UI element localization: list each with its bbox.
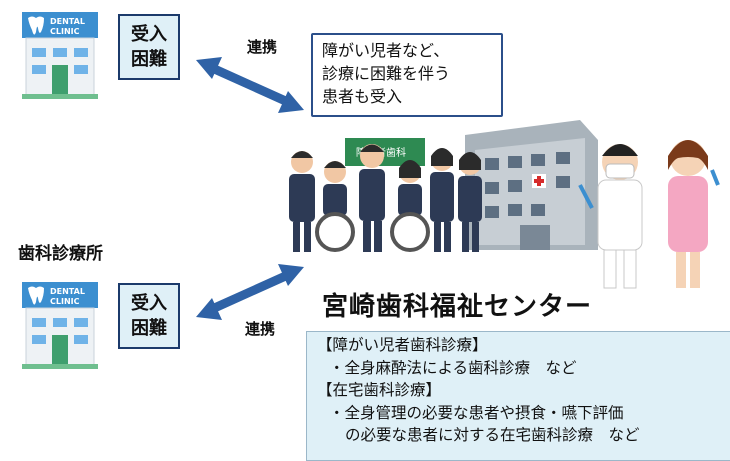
clinic-sign-line1: DENTAL	[50, 17, 85, 26]
double-arrow-bottom-icon	[196, 264, 304, 320]
service-line: ・全身管理の必要な患者や摂食・嚥下評価	[329, 403, 624, 422]
dental-hygienist-icon	[668, 140, 720, 288]
service-heading-home: 【在宅歯科診療】	[317, 381, 442, 399]
dental-clinic-bottom: DENTAL CLINIC	[20, 280, 100, 370]
box-line1: 受入	[131, 293, 167, 314]
bubble-line1: 障がい児者など、	[322, 41, 450, 60]
clinic-sign-line2: CLINIC	[50, 27, 80, 36]
link-label-bottom: 連携	[245, 320, 276, 338]
box-line1: 受入	[131, 24, 167, 45]
dental-clinic-top: DENTAL CLINIC	[20, 10, 100, 100]
double-arrow-top-icon	[196, 57, 304, 113]
clinic-sign-line2: CLINIC	[50, 297, 80, 306]
acceptance-difficult-box-bottom: 受入 困難	[118, 283, 180, 349]
service-heading-disabled: 【障がい児者歯科診療】	[317, 336, 488, 354]
link-label-top: 連携	[247, 38, 278, 56]
hospital-building-icon	[465, 120, 598, 250]
welfare-center-illustration: 障害者歯科	[289, 120, 720, 289]
box-line2: 困難	[131, 49, 167, 70]
acceptance-difficult-box-top: 受入 困難	[118, 14, 180, 80]
clinic-building-icon: DENTAL CLINIC	[22, 12, 98, 99]
dentist-icon	[578, 144, 643, 289]
box-line2: 困難	[131, 318, 167, 339]
service-line: の必要な患者に対する在宅歯科診療 など	[345, 426, 640, 444]
services-info-box: 【障がい児者歯科診療】 ・全身麻酔法による歯科診療 など 【在宅歯科診療】 ・全…	[306, 331, 730, 461]
clinic-building-icon: DENTAL CLINIC	[22, 282, 98, 369]
clinic-sign-line1: DENTAL	[50, 287, 85, 296]
acceptance-speech-bubble: 障がい児者など、 診療に困難を伴う 患者も受入	[311, 33, 503, 117]
clinic-group-label: 歯科診療所	[18, 244, 103, 264]
bubble-line2: 診療に困難を伴う	[322, 64, 451, 83]
center-title: 宮崎歯科福祉センター	[322, 292, 593, 322]
service-line: ・全身麻酔法による歯科診療 など	[329, 358, 577, 377]
bubble-line3: 患者も受入	[322, 87, 403, 106]
staff-group-icon	[289, 144, 482, 252]
